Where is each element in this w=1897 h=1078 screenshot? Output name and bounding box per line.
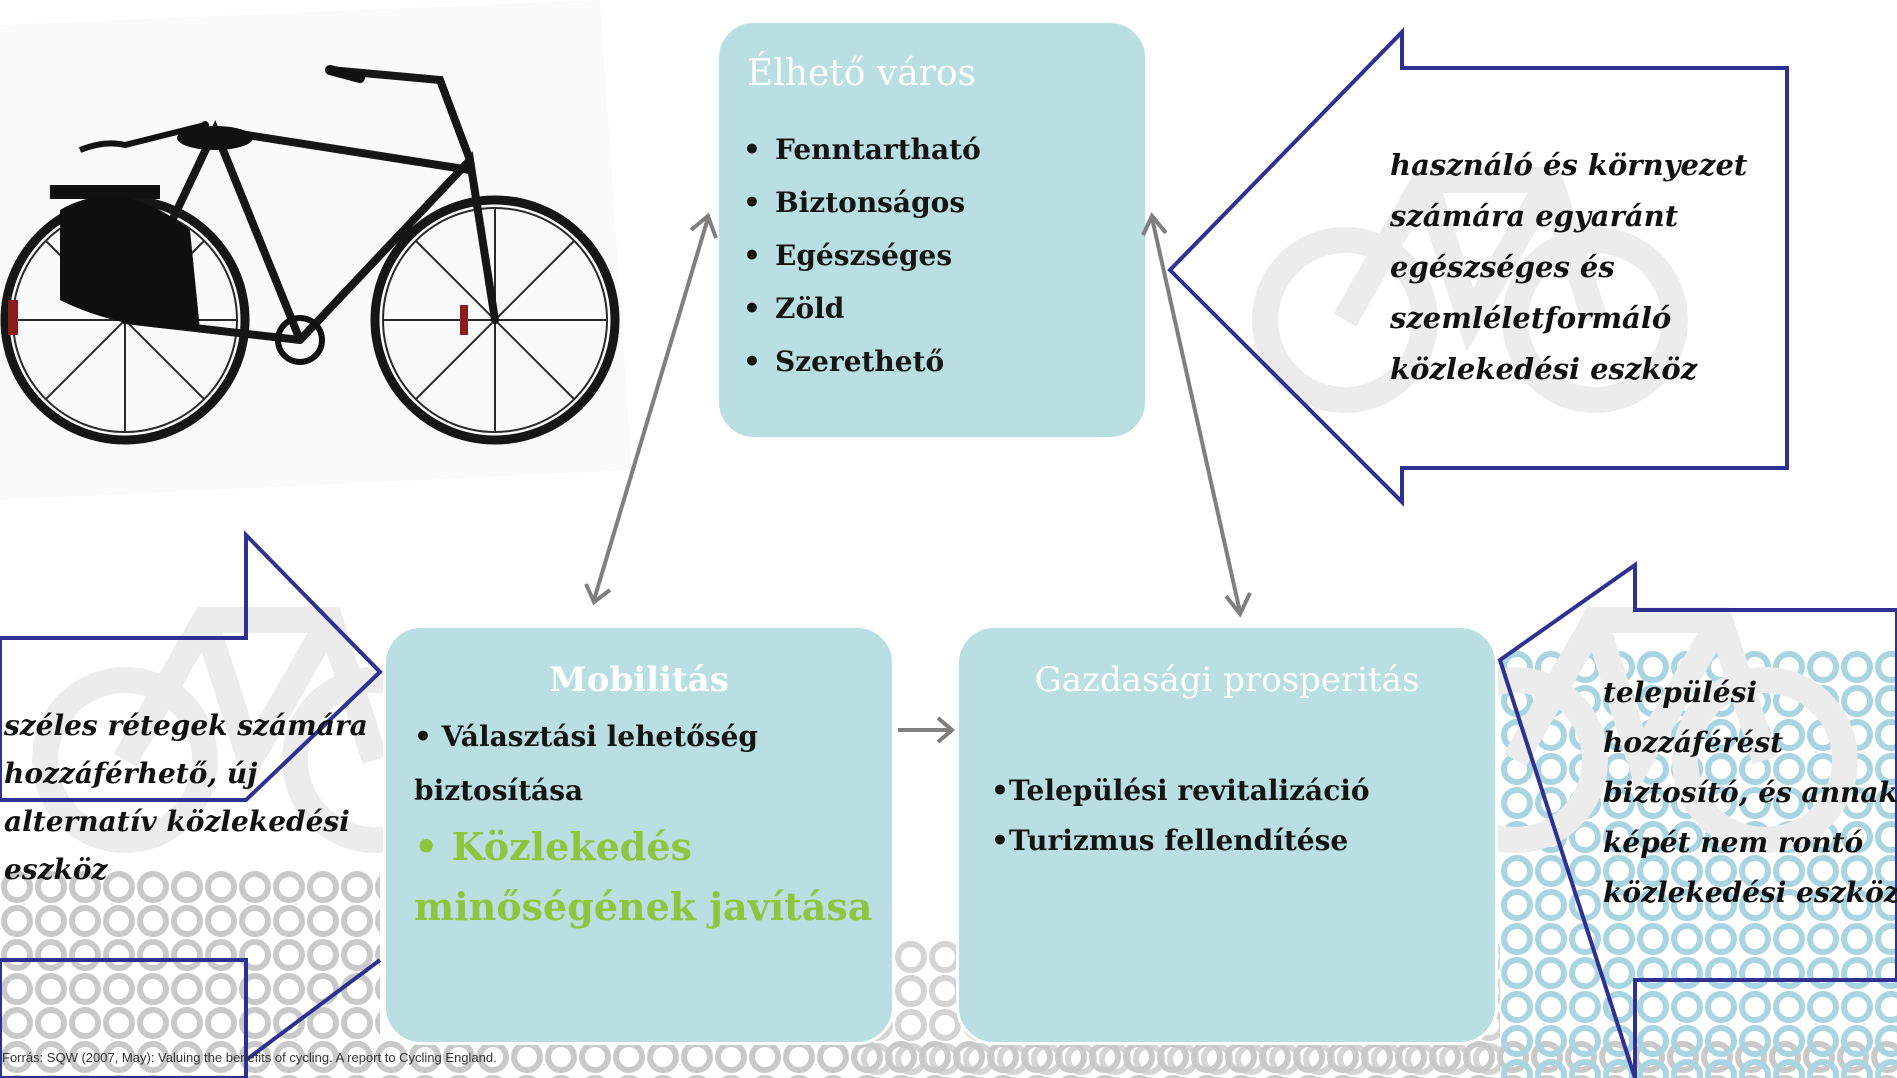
block-arrow-top-right bbox=[1167, 27, 1789, 507]
bullet-choice-line1: • Választási lehetőség bbox=[414, 720, 759, 753]
block-arrow-left bbox=[0, 530, 383, 802]
bullet-dot: • bbox=[414, 824, 439, 869]
arrow-top-to-mobilitas bbox=[592, 217, 710, 601]
source-footnote: Forrás: SQW (2007, May): Valuing the ben… bbox=[2, 1050, 497, 1065]
box-title-elheto-varos: Élhető város bbox=[747, 53, 977, 94]
list-item: Biztonságos bbox=[739, 176, 981, 229]
box-elheto-varos: Élhető város Fenntartható Biztonságos Eg… bbox=[716, 20, 1148, 440]
list-item: Egészséges bbox=[739, 229, 981, 282]
bullet-quality-line1: • Közlekedés bbox=[414, 824, 692, 869]
arrow-top-to-gazdasagi bbox=[1150, 217, 1242, 613]
box-gazdasagi-prosperitas: Gazdasági prosperitás •Települési revita… bbox=[956, 625, 1498, 1045]
bicycle-watermark-icon bbox=[1252, 167, 1688, 413]
text-left-arrow: széles rétegek számára hozzáférhető, új … bbox=[4, 709, 368, 886]
bullet-dot: • bbox=[414, 720, 432, 753]
text-top-right-arrow: használó és környezet számára egyaránt e… bbox=[1390, 148, 1748, 386]
block-arrow-bottom-left bbox=[0, 958, 248, 1078]
box-mobilitas: Mobilitás • Választási lehetőség biztosí… bbox=[383, 625, 895, 1045]
list-item: Fenntartható bbox=[739, 123, 981, 176]
list-item: •Települési revitalizáció bbox=[991, 774, 1370, 807]
list-item: •Turizmus fellendítése bbox=[991, 824, 1349, 857]
bullet-dot: • bbox=[991, 774, 1009, 807]
box-title-gazdasagi: Gazdasági prosperitás bbox=[1034, 660, 1420, 700]
list-item: Szerethető bbox=[739, 335, 981, 388]
bullet-dot: • bbox=[991, 824, 1009, 857]
box-title-mobilitas: Mobilitás bbox=[549, 660, 729, 700]
bicycle-photo bbox=[0, 0, 632, 500]
list-item: Zöld bbox=[739, 282, 981, 335]
bicycle-watermark-icon bbox=[32, 607, 468, 853]
bullet-list-elheto-varos: Fenntartható Biztonságos Egészséges Zöld… bbox=[739, 123, 981, 388]
block-arrow-bottom-right bbox=[1497, 561, 1897, 1078]
bullet-quality-line2: minőségének javítása bbox=[414, 884, 873, 929]
text-right-arrow: települési hozzáférést biztosító, és ann… bbox=[1603, 676, 1897, 909]
dot-pattern-left bbox=[0, 870, 380, 1078]
bullet-choice-line2: biztosítása bbox=[414, 774, 584, 807]
